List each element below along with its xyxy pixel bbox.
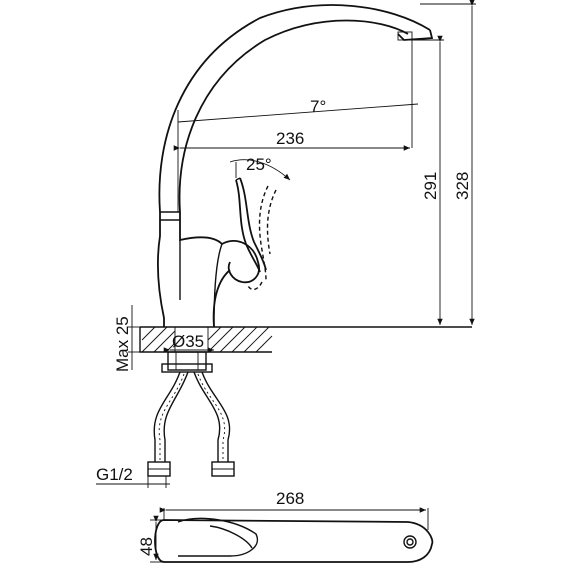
- faucet-body: [157, 4, 434, 328]
- width-top-view-label: 48: [137, 537, 156, 556]
- spout-angle-dimension: 7°: [177, 40, 419, 148]
- countertop: [139, 326, 472, 353]
- thread-label: G1/2: [96, 465, 133, 484]
- flexible-hoses: [147, 371, 235, 477]
- max-thickness-dimension: Max 25: [113, 305, 140, 372]
- angle-spout-label: 7°: [310, 97, 326, 116]
- length-top-view-label: 268: [276, 489, 304, 508]
- reach-label: 236: [276, 129, 304, 148]
- width-top-view-dimension: 48: [137, 515, 164, 563]
- reach-dimension: 236: [173, 110, 410, 212]
- height-total-label: 328: [453, 172, 472, 200]
- lever-angle-dimension: 25°: [229, 155, 291, 181]
- thread-dimension: G1/2: [96, 465, 170, 488]
- mounting-nut: [161, 351, 213, 373]
- countertop-hatching: [141, 326, 273, 353]
- max-thickness-label: Max 25: [113, 316, 132, 372]
- length-top-view-dimension: 268: [159, 489, 429, 530]
- mounting-hole-dimension: Ø35: [163, 332, 214, 353]
- angle-lever-label: 25°: [246, 155, 272, 174]
- hole-diameter-label: Ø35: [172, 332, 204, 351]
- top-view: [154, 517, 434, 563]
- height-spout-label: 291: [421, 172, 440, 200]
- height-dimensions: 291 328: [410, 0, 476, 325]
